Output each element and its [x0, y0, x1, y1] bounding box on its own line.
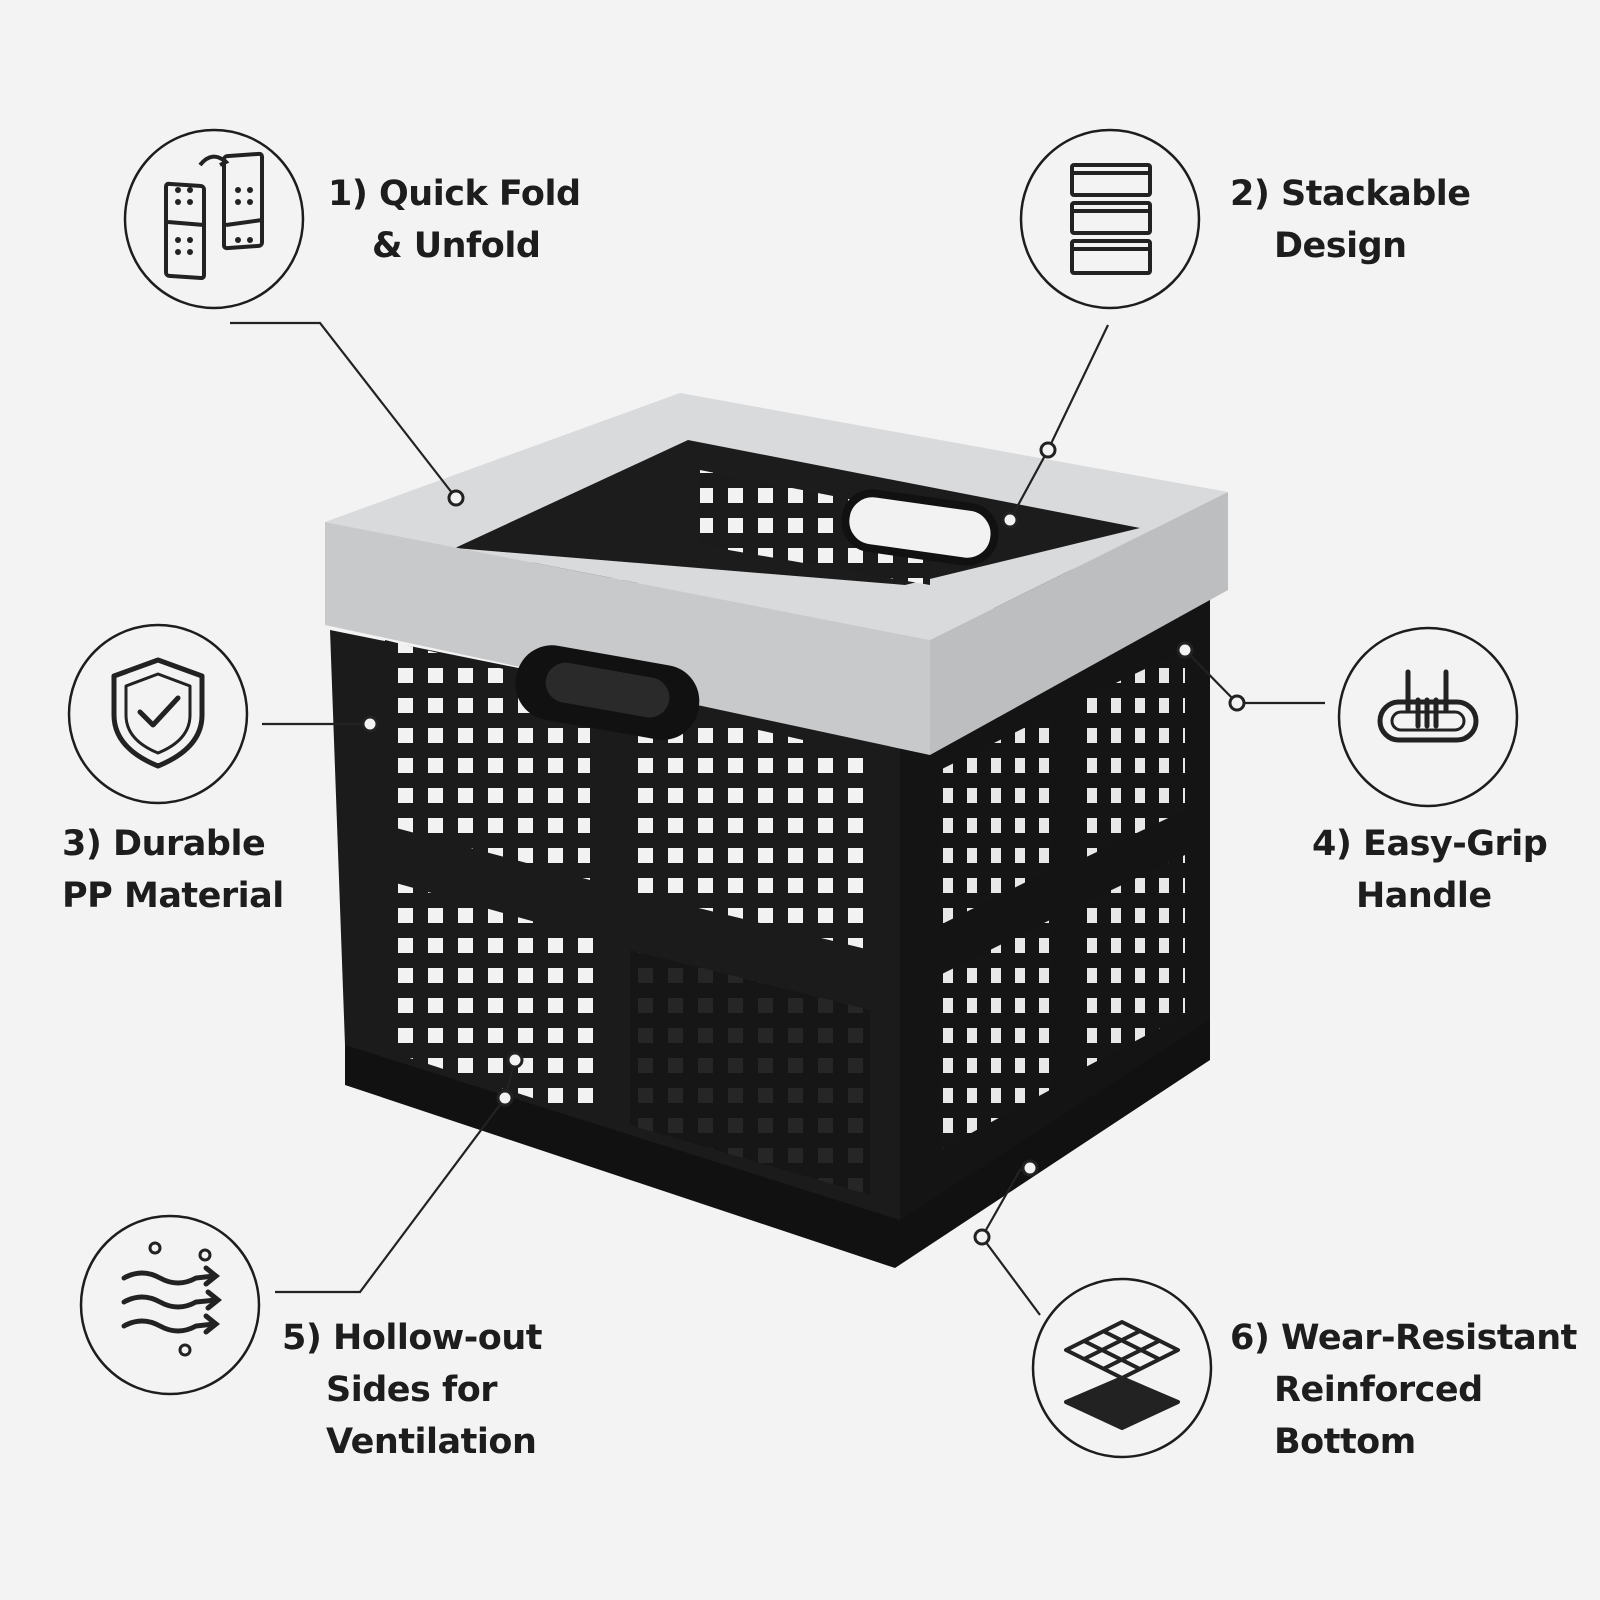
- feature-text-line: Quick Fold: [379, 174, 581, 214]
- feature-text-line: Hollow-out: [333, 1318, 542, 1358]
- icon-circle-1: [123, 128, 305, 310]
- hand-grip-icon: [1377, 669, 1479, 743]
- feature-label-durable: 3) Durable PP Material: [62, 818, 284, 922]
- front-handle-opening: [545, 662, 670, 718]
- crate-rim-front: [325, 522, 930, 755]
- callout-dot-3: [361, 715, 379, 733]
- callout-dot-1: [447, 489, 465, 507]
- crate: [325, 393, 1228, 1268]
- icon-circle-4: [1337, 626, 1519, 808]
- feature-text-line: Wear-Resistant: [1281, 1318, 1577, 1358]
- front-vent-window: [385, 880, 600, 1120]
- interior-back-grid: [700, 470, 930, 585]
- callout-line-5: [275, 1059, 517, 1294]
- callout-dot-2: [1039, 441, 1057, 459]
- feature-text-line: Sides for: [326, 1370, 498, 1410]
- callout-dot-5b: [506, 1051, 524, 1069]
- feature-text-line: PP Material: [62, 876, 284, 916]
- feature-text-line: Easy-Grip: [1363, 824, 1548, 864]
- feature-text-line: Stackable: [1281, 174, 1471, 214]
- feature-number: 2): [1230, 174, 1270, 214]
- icon-circle-3: [67, 623, 249, 805]
- feature-number: 1): [328, 174, 368, 214]
- icon-circles: [67, 128, 1519, 1459]
- feature-text-line: Handle: [1356, 876, 1492, 916]
- feature-label-easy-grip: 4) Easy-Grip Handle: [1312, 818, 1548, 922]
- front-vent-window: [625, 700, 870, 950]
- feature-label-stackable: 2) Stackable Design: [1230, 168, 1471, 272]
- feature-text-line: & Unfold: [372, 226, 541, 266]
- callout-dot-4: [1228, 694, 1246, 712]
- feature-number: 3): [62, 824, 102, 864]
- crate-rim-side: [930, 492, 1228, 755]
- side-vent-window: [1080, 855, 1185, 1070]
- feature-number: 6): [1230, 1318, 1270, 1358]
- callout-line-1: [230, 321, 457, 499]
- back-handle-slot: [841, 489, 999, 566]
- airflow-icon: [121, 1241, 223, 1357]
- side-vent-window: [940, 715, 1050, 925]
- shield-check-icon: [111, 657, 205, 769]
- stacked-boxes-icon: [1070, 163, 1152, 275]
- feature-text-line: Design: [1274, 226, 1407, 266]
- callout-dot-5: [496, 1089, 514, 1107]
- callout-dots: [361, 441, 1246, 1246]
- crate-base: [345, 1015, 1210, 1268]
- side-vent-window: [1080, 650, 1185, 860]
- callout-dot-2b: [1001, 511, 1019, 529]
- callout-dot-6: [973, 1228, 991, 1246]
- front-vent-window: [630, 950, 870, 1195]
- feature-number: 4): [1312, 824, 1352, 864]
- feature-label-wear-resistant: 6) Wear-Resistant Reinforced Bottom: [1230, 1312, 1577, 1468]
- fold-panels-icon: [164, 151, 264, 281]
- feature-number: 5): [282, 1318, 322, 1358]
- feature-text-line: Durable: [113, 824, 266, 864]
- feature-label-quick-fold: 1) Quick Fold & Unfold: [328, 168, 581, 272]
- feature-text-line: Reinforced: [1274, 1370, 1483, 1410]
- side-vent-window: [940, 920, 1050, 1150]
- grid-layers-icon: [1064, 1320, 1180, 1430]
- feature-text-line: Ventilation: [326, 1422, 537, 1462]
- feature-label-hollow-out: 5) Hollow-out Sides for Ventilation: [282, 1312, 542, 1468]
- icon-circle-6: [1031, 1277, 1213, 1459]
- feature-text-line: Bottom: [1274, 1422, 1416, 1462]
- icon-circle-2: [1019, 128, 1201, 310]
- callout-dot-6b: [1021, 1159, 1039, 1177]
- callout-dot-4b: [1176, 641, 1194, 659]
- icon-circle-5: [79, 1214, 261, 1396]
